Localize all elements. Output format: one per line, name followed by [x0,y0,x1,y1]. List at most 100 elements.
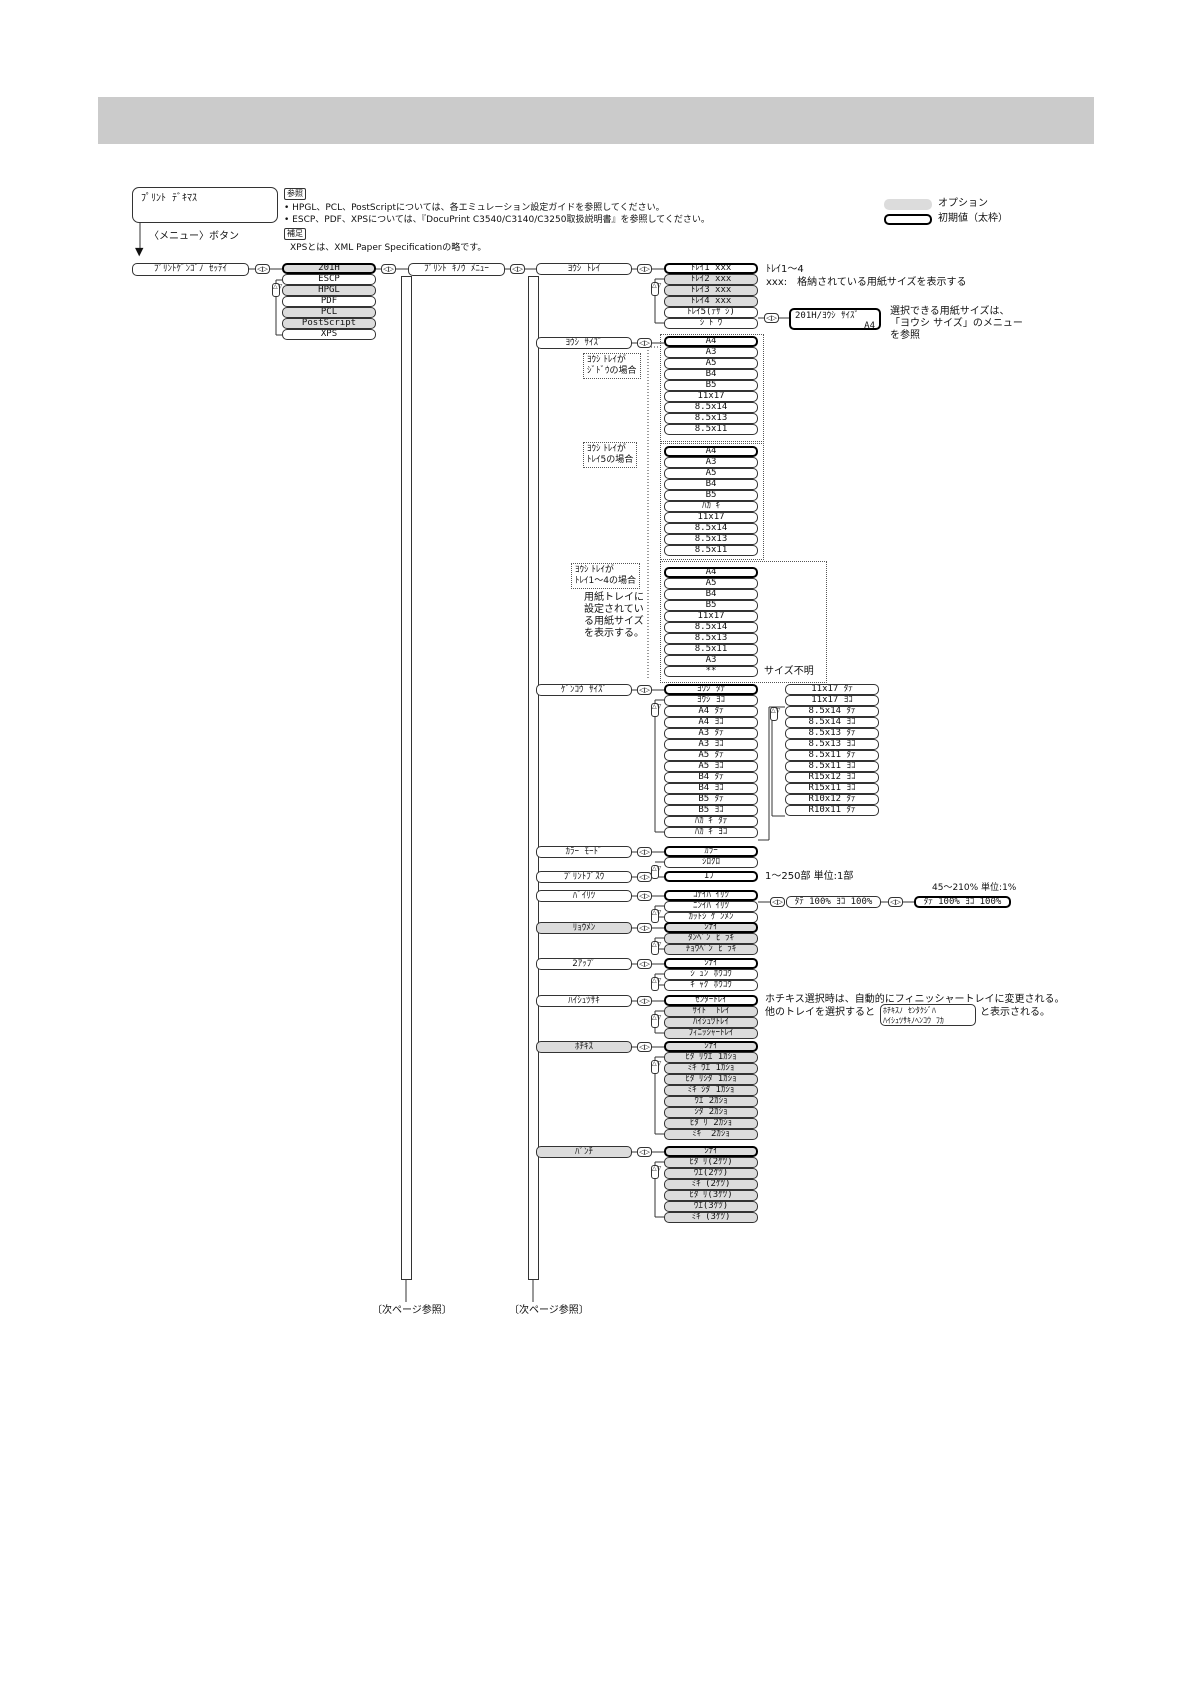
option-box[interactable]: ﾖｳｼ ﾀﾃ [664,684,758,695]
paper-size-option[interactable]: B4 [664,479,758,490]
option-box[interactable]: ｺﾃｲﾊﾞｲﾘﾂ [664,890,758,901]
option-box[interactable]: B5 ﾖｺ [664,805,758,816]
option-box[interactable]: ﾐｷﾞ(3ｹﾂ) [664,1212,758,1223]
paper-size-option[interactable]: 11x17 [664,512,758,523]
original-size-option[interactable]: R15x12 ﾖｺ [785,772,879,783]
option-box[interactable]: B4 ﾖｺ [664,783,758,794]
submenu-box[interactable]: ﾊﾞｲﾘﾂ [536,890,632,902]
paper-size-option[interactable]: 8.5x14 [664,523,758,534]
language-option[interactable]: 201H [282,263,376,274]
option-box[interactable]: ﾊｶﾞｷ ﾀﾃ [664,816,758,827]
paper-size-option[interactable]: A4 [664,567,758,578]
option-box[interactable]: ﾋﾀﾞﾘ(2ｹﾂ) [664,1157,758,1168]
option-box[interactable]: ﾄﾚｲ4 xxx [664,296,758,307]
submenu-box[interactable]: ﾎﾁｷｽ [536,1041,632,1053]
paper-size-option[interactable]: A3 [664,655,758,666]
option-box[interactable]: ｼﾞｭﾝ ﾎｳｺｳ [664,969,758,980]
root-box[interactable]: ﾌﾟﾘﾝﾄ ﾃﾞｷﾏｽ [132,187,278,223]
option-box[interactable]: ｳｴ 2ｶｼｮ [664,1096,758,1107]
option-box[interactable]: ｼﾅｲ [664,922,758,933]
option-box[interactable]: ﾋﾀﾞﾘｼﾀ 1ｶｼｮ [664,1074,758,1085]
option-box[interactable]: ﾄﾚｲ1 xxx [664,263,758,274]
original-size-option[interactable]: R15x11 ﾖｺ [785,783,879,794]
option-box[interactable]: ﾐｷﾞ(2ｹﾂ) [664,1179,758,1190]
paper-size-option[interactable]: A5 [664,358,758,369]
paper-size-option[interactable]: B5 [664,380,758,391]
original-size-option[interactable]: 11x17 ﾖｺ [785,695,879,706]
option-box[interactable]: A5 ﾀﾃ [664,750,758,761]
option-box[interactable]: ｳｴ(2ｹﾂ) [664,1168,758,1179]
submenu-box[interactable]: ﾊｲｼｭﾂｻｷ [536,995,632,1007]
language-option[interactable]: HPGL [282,285,376,296]
submenu-box[interactable]: ﾖｳｼ ﾄﾚｲ [536,263,632,275]
paper-size-option[interactable]: B4 [664,369,758,380]
option-box[interactable]: ｳｴ(3ｹﾂ) [664,1201,758,1212]
submenu-box[interactable]: ﾘｮｳﾒﾝ [536,922,632,934]
original-size-option[interactable]: R10x12 ﾀﾃ [785,794,879,805]
original-size-option[interactable]: 8.5x14 ﾀﾃ [785,706,879,717]
paper-size-option[interactable]: A3 [664,347,758,358]
option-box[interactable]: B4 ﾀﾃ [664,772,758,783]
submenu-box[interactable]: ｹﾞﾝｺｳ ｻｲｽﾞ [536,684,632,696]
original-size-option[interactable]: R10x11 ﾀﾃ [785,805,879,816]
option-box[interactable]: ｻｲﾄﾞ ﾄﾚｲ [664,1006,758,1017]
submenu-box[interactable]: ﾊﾟﾝﾁ [536,1146,632,1158]
submenu-box[interactable]: ｶﾗｰ ﾓｰﾄﾞ [536,846,632,858]
paper-size-option[interactable]: 8.5x11 [664,545,758,556]
option-box[interactable]: ﾐｷﾞｳｴ 1ｶｼｮ [664,1063,758,1074]
paper-size-option[interactable]: A4 [664,446,758,457]
language-option[interactable]: PDF [282,296,376,307]
paper-size-option[interactable]: 8.5x13 [664,534,758,545]
option-box[interactable]: ﾋﾀﾞﾘｳｴ 1ｶｼｮ [664,1052,758,1063]
submenu-box[interactable]: ﾌﾟﾘﾝﾄﾌﾞｽｳ [536,871,632,883]
paper-size-option[interactable]: B4 [664,589,758,600]
option-box[interactable]: ﾄﾚｲ5(ﾃｻﾞｼ) [664,307,758,318]
language-option[interactable]: PCL [282,307,376,318]
paper-size-option[interactable]: B5 [664,490,758,501]
language-option[interactable]: XPS [282,329,376,340]
option-box[interactable]: 1ﾌﾞ [664,871,758,882]
option-box[interactable]: A3 ﾖｺ [664,739,758,750]
zoom-value-box-default[interactable]: ﾀﾃ 100% ﾖｺ 100% [914,896,1011,908]
option-box[interactable]: ｼﾞﾄﾞｳ [664,318,758,329]
language-option[interactable]: PostScript [282,318,376,329]
option-box[interactable]: B5 ﾀﾃ [664,794,758,805]
option-box[interactable]: ﾄﾚｲ3 xxx [664,285,758,296]
option-box[interactable]: ﾊｲｼｭﾂﾄﾚｲ [664,1017,758,1028]
paper-size-option[interactable]: ﾊｶﾞｷ [664,501,758,512]
option-box[interactable]: ｼﾅｲ [664,1146,758,1157]
paper-size-option[interactable]: 8.5x14 [664,402,758,413]
original-size-option[interactable]: 8.5x14 ﾖｺ [785,717,879,728]
paper-size-option[interactable]: 11x17 [664,611,758,622]
option-box[interactable]: A3 ﾀﾃ [664,728,758,739]
option-box[interactable]: ﾌｨﾆｯｼｬｰﾄﾚｲ [664,1028,758,1039]
paper-size-option[interactable]: 11x17 [664,391,758,402]
option-box[interactable]: A4 ﾖｺ [664,717,758,728]
option-box[interactable]: ﾊｶﾞｷ ﾖｺ [664,827,758,838]
option-box[interactable]: ﾋﾀﾞﾘ 2ｶｼｮ [664,1118,758,1129]
option-box[interactable]: A4 ﾀﾃ [664,706,758,717]
option-box[interactable]: ｼﾅｲ [664,1041,758,1052]
option-box[interactable]: ﾀﾝﾍﾟﾝ ﾋﾞﾗｷ [664,933,758,944]
paper-size-option[interactable]: 8.5x13 [664,633,758,644]
paper-size-option[interactable]: 8.5x11 [664,644,758,655]
submenu-box[interactable]: 2ｱｯﾌﾟ [536,958,632,970]
language-option[interactable]: ESCP [282,274,376,285]
option-box[interactable]: ﾋﾀﾞﾘ(3ｹﾂ) [664,1190,758,1201]
option-box[interactable]: ﾐｷﾞｼﾀ 1ｶｼｮ [664,1085,758,1096]
option-box[interactable]: A5 ﾖｺ [664,761,758,772]
original-size-option[interactable]: 11x17 ﾀﾃ [785,684,879,695]
option-box[interactable]: ｾﾝﾀｰﾄﾚｲ [664,995,758,1006]
submenu-box[interactable]: ﾖｳｼ ｻｲｽﾞ [536,337,632,349]
option-box[interactable]: ﾁｮｳﾍﾟﾝ ﾋﾞﾗｷ [664,944,758,955]
paper-size-option[interactable]: 8.5x13 [664,413,758,424]
paper-size-option[interactable]: A4 [664,336,758,347]
print-language-setting-box[interactable]: ﾌﾟﾘﾝﾄｹﾞﾝｺﾞﾉ ｾｯﾃｲ [132,263,249,276]
print-function-menu-box[interactable]: ﾌﾟﾘﾝﾄ ｷﾉｳ ﾒﾆｭｰ [408,263,505,276]
original-size-option[interactable]: 8.5x13 ﾖｺ [785,739,879,750]
paper-size-option[interactable]: ** [664,666,758,677]
paper-size-option[interactable]: A5 [664,578,758,589]
paper-size-option[interactable]: 8.5x14 [664,622,758,633]
paper-size-option[interactable]: 8.5x11 [664,424,758,435]
